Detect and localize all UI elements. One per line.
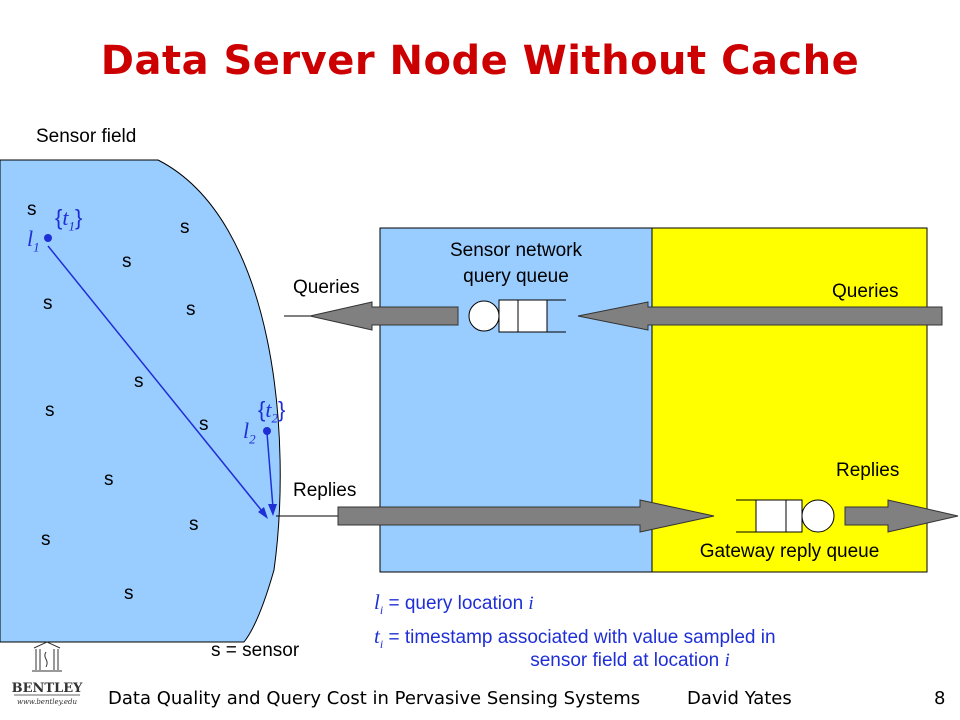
query-path-short-head <box>268 504 277 516</box>
sensor: s <box>180 217 190 238</box>
right-replies-label: Replies <box>836 460 900 481</box>
reply-arrow-right <box>844 499 959 533</box>
right-queries-label: Queries <box>832 281 899 302</box>
query-arrow-left <box>309 301 459 331</box>
legend-timestamp: ti = timestamp associated with value sam… <box>374 624 776 651</box>
query-point-2-dot <box>263 427 271 435</box>
query-location-2-label: l2 <box>243 418 256 447</box>
query-arrow-right <box>577 301 943 331</box>
logo-url: www.bentley.edu <box>17 698 78 706</box>
logo-name: BENTLEY <box>12 681 84 696</box>
footer-presentation-title: Data Quality and Query Cost in Pervasive… <box>108 688 641 709</box>
sensor: s <box>199 414 209 435</box>
query-path-long <box>47 245 267 517</box>
sensor: s <box>104 469 114 490</box>
sensor-field-label: Sensor field <box>36 126 137 147</box>
gateway-queue-label: Gateway reply queue <box>699 541 880 562</box>
bentley-logo: BENTLEY www.bentley.edu <box>12 641 84 706</box>
sensor: s <box>134 371 144 392</box>
footer-author: David Yates <box>687 688 792 709</box>
sensor: s <box>45 400 55 421</box>
sensor: s <box>43 293 53 314</box>
sensor: s <box>189 514 199 535</box>
page-number: 8 <box>934 688 946 709</box>
left-queries-label: Queries <box>293 277 360 298</box>
query-location-1-label: l1 <box>27 226 40 255</box>
sensor: s <box>41 529 51 550</box>
sensor-queue-label: Sensor network query queue <box>449 240 582 287</box>
page-title: Data Server Node Without Cache <box>100 38 860 84</box>
reply-arrow-left <box>337 499 715 533</box>
timestamp-1-label: {t1} <box>55 205 83 234</box>
query-path-long-head <box>258 507 268 519</box>
timestamp-2-label: {t2} <box>258 397 286 426</box>
sensor: s <box>186 299 196 320</box>
sensor-field-region <box>0 159 281 643</box>
sensor-legend: s = sensor <box>211 640 300 661</box>
legend-timestamp-continued: sensor field at location i <box>530 650 730 671</box>
left-replies-label: Replies <box>293 480 357 501</box>
sensor: s <box>27 199 37 220</box>
legend-query-location: li = query location i <box>374 590 534 617</box>
query-point-1-dot <box>44 234 52 242</box>
sensor: s <box>122 251 132 272</box>
gateway-reply-queue <box>736 499 835 533</box>
sensor-query-queue <box>468 299 566 333</box>
query-path-short <box>266 432 274 509</box>
sensor: s <box>124 583 134 604</box>
